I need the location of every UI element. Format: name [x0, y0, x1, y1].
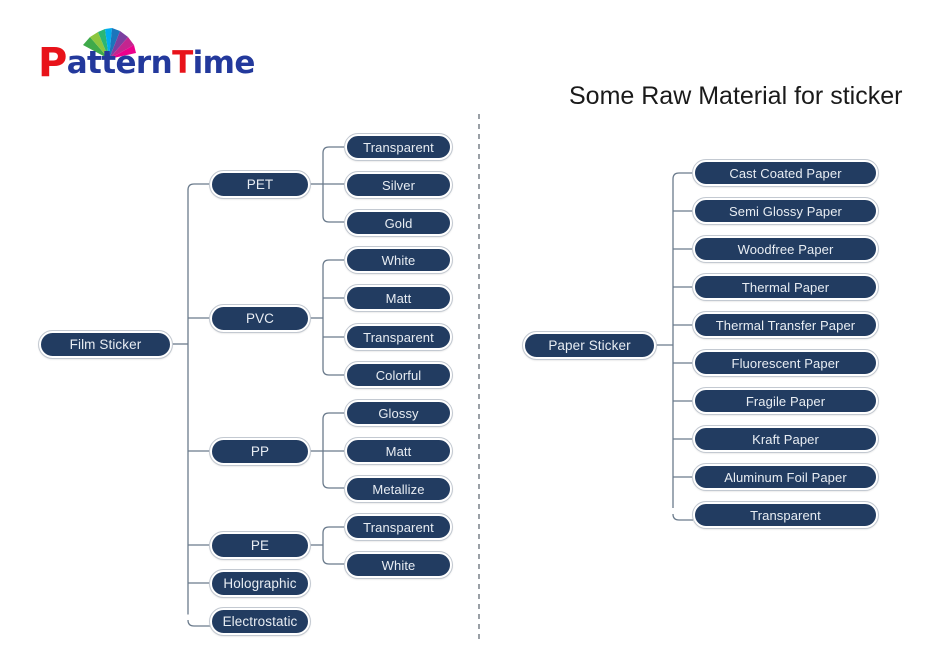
- node-semi-glossy-paper[interactable]: Semi Glossy Paper: [692, 197, 879, 225]
- node-pet[interactable]: PET: [209, 170, 311, 199]
- node-pet-transparent[interactable]: Transparent: [344, 133, 453, 161]
- logo-letter-p: P: [38, 40, 67, 86]
- patterntime-logo: PatternTime: [38, 24, 255, 83]
- node-electrostatic[interactable]: Electrostatic: [209, 607, 311, 636]
- node-woodfree-paper[interactable]: Woodfree Paper: [692, 235, 879, 263]
- node-pet-gold[interactable]: Gold: [344, 209, 453, 237]
- node-film-sticker[interactable]: Film Sticker: [38, 330, 173, 359]
- logo-text-attern: attern: [66, 45, 173, 81]
- node-pe[interactable]: PE: [209, 531, 311, 560]
- logo-letter-t: T: [172, 45, 193, 81]
- node-fluorescent-paper[interactable]: Fluorescent Paper: [692, 349, 879, 377]
- node-aluminum-foil-paper[interactable]: Aluminum Foil Paper: [692, 463, 879, 491]
- node-paper-transparent[interactable]: Transparent: [692, 501, 879, 529]
- page-title: Some Raw Material for sticker: [569, 82, 903, 110]
- node-pvc-matt[interactable]: Matt: [344, 284, 453, 312]
- node-pvc-colorful[interactable]: Colorful: [344, 361, 453, 389]
- node-thermal-paper[interactable]: Thermal Paper: [692, 273, 879, 301]
- node-pp[interactable]: PP: [209, 437, 311, 466]
- node-pvc-white[interactable]: White: [344, 246, 453, 274]
- logo-wordmark: PatternTime: [38, 43, 256, 83]
- node-pp-metallize[interactable]: Metallize: [344, 475, 453, 503]
- node-pvc[interactable]: PVC: [209, 304, 311, 333]
- node-kraft-paper[interactable]: Kraft Paper: [692, 425, 879, 453]
- peacock-fan-icon: [83, 28, 136, 59]
- node-cast-coated-paper[interactable]: Cast Coated Paper: [692, 159, 879, 187]
- node-paper-sticker[interactable]: Paper Sticker: [522, 331, 657, 360]
- node-pe-transparent[interactable]: Transparent: [344, 513, 453, 541]
- node-pvc-transparent[interactable]: Transparent: [344, 323, 453, 351]
- node-pe-white[interactable]: White: [344, 551, 453, 579]
- logo-text-ime: ime: [192, 45, 256, 81]
- node-holographic[interactable]: Holographic: [209, 569, 311, 598]
- node-pp-matt[interactable]: Matt: [344, 437, 453, 465]
- node-thermal-transfer-paper[interactable]: Thermal Transfer Paper: [692, 311, 879, 339]
- node-pet-silver[interactable]: Silver: [344, 171, 453, 199]
- node-fragile-paper[interactable]: Fragile Paper: [692, 387, 879, 415]
- node-pp-glossy[interactable]: Glossy: [344, 399, 453, 427]
